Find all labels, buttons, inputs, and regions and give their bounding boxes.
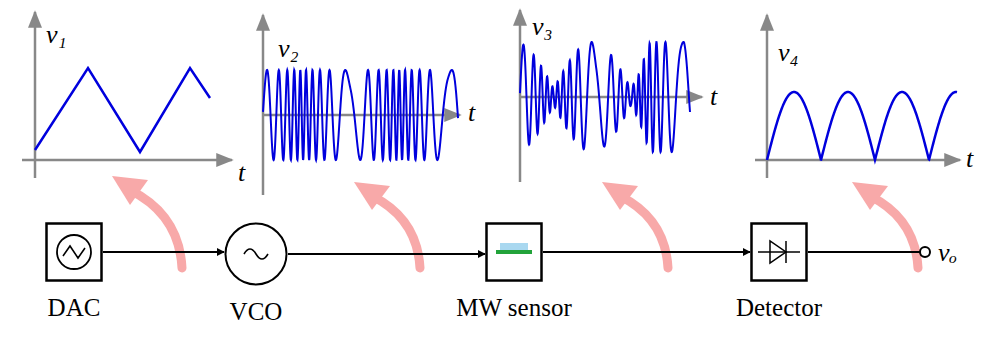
signal-name: v₄: [778, 40, 799, 66]
signal-name: v₂: [278, 36, 299, 62]
mw-symbol: [485, 222, 543, 282]
axis-label: t: [966, 146, 973, 172]
output-signal-name: vₒ: [938, 240, 957, 266]
signal-arrow: [288, 253, 485, 255]
chirp-wave: [263, 70, 458, 160]
vco-symbol: [224, 222, 288, 286]
axis-label: t: [238, 160, 245, 186]
block-label: Detector: [736, 294, 822, 322]
signal-name: v₁: [46, 22, 67, 48]
det-symbol: [750, 222, 808, 282]
block-label: VCO: [230, 298, 283, 326]
plot-axes: [22, 10, 960, 195]
sensor-response-wave: [520, 42, 690, 152]
vco-circle: VCO: [224, 222, 288, 286]
dac-box: DAC: [45, 222, 103, 282]
signal-name: v₃: [532, 14, 553, 40]
block-label: MW sensor: [456, 294, 572, 322]
sensor-box: MW sensor: [485, 222, 543, 282]
detector-box: Detector: [750, 222, 808, 282]
callout-heads: [112, 176, 888, 210]
rectified-wave: [767, 92, 957, 160]
signal-arrow: [543, 251, 750, 253]
output-terminal: [920, 247, 930, 257]
dac-symbol: [45, 222, 103, 282]
axis-label: t: [710, 84, 717, 110]
axis-label: t: [468, 100, 475, 126]
block-label: DAC: [48, 294, 101, 322]
output-wire: [808, 251, 920, 253]
triangle-wave: [35, 68, 210, 152]
signal-arrow: [103, 251, 224, 253]
